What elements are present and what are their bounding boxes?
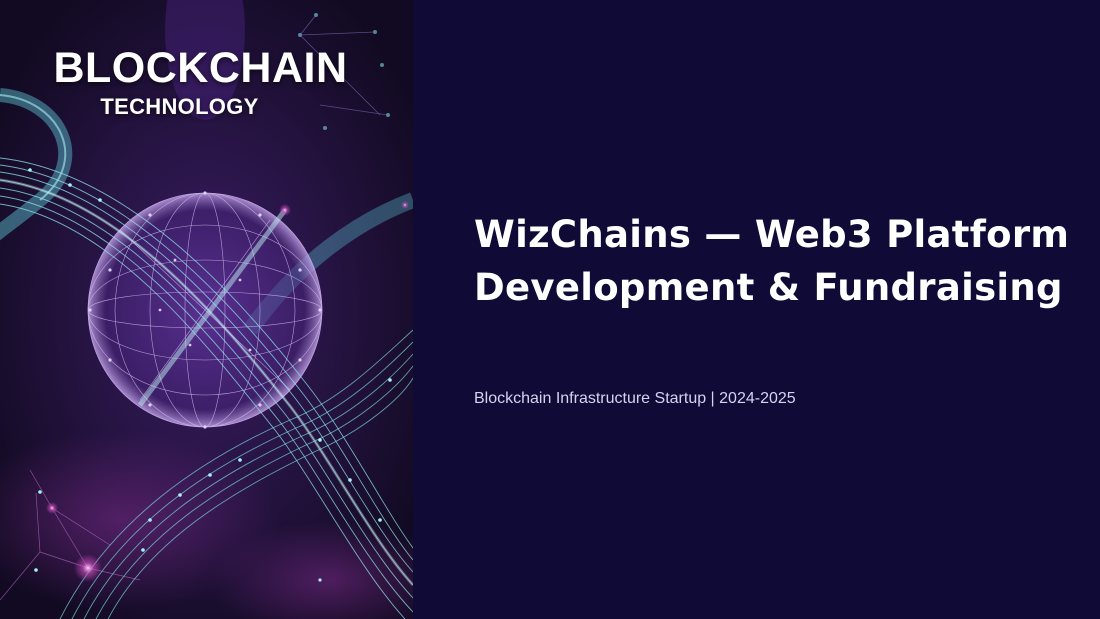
- hero-image: BLOCKCHAIN TECHNOLOGY: [0, 0, 413, 619]
- hero-title: BLOCKCHAIN: [53, 44, 348, 92]
- slide-title: WizChains — Web3 Platform Development & …: [474, 213, 1070, 309]
- slide-subtitle: Blockchain Infrastructure Startup | 2024…: [474, 390, 796, 407]
- hero-subtitle: TECHNOLOGY: [100, 94, 259, 119]
- blockchain-network-illustration: [0, 0, 413, 619]
- title-panel: [413, 0, 1100, 619]
